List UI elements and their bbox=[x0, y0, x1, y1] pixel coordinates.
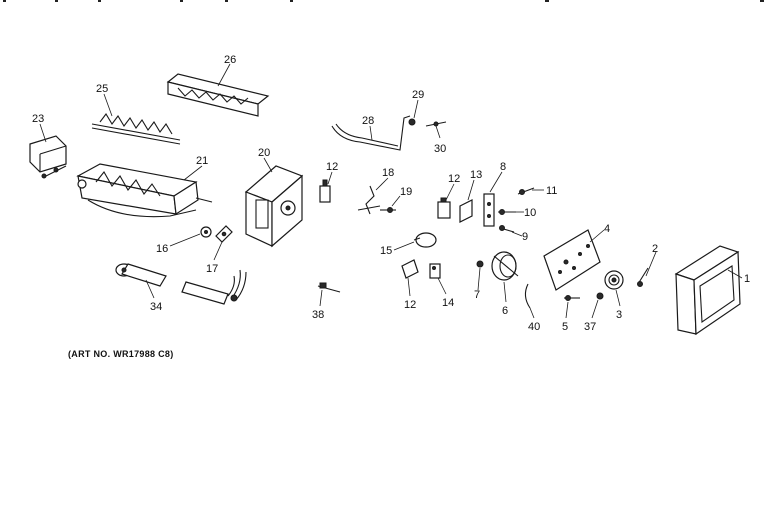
part-29-spring bbox=[408, 118, 416, 126]
callout-11: 11 bbox=[546, 185, 557, 197]
part-40-wire bbox=[524, 283, 531, 309]
art-number-caption: (ART NO. WR17988 C8) bbox=[68, 349, 174, 359]
callout-14: 14 bbox=[442, 297, 454, 309]
part-12-switch-a bbox=[319, 179, 331, 203]
part-20-housing bbox=[244, 165, 304, 248]
callout-7: 7 bbox=[474, 289, 480, 301]
callout-30: 30 bbox=[434, 143, 446, 155]
part-1-front-cover bbox=[674, 245, 741, 336]
callout-20: 20 bbox=[258, 147, 270, 159]
callout-3: 3 bbox=[616, 309, 622, 321]
part-19-screw bbox=[380, 207, 396, 213]
callout-18: 18 bbox=[382, 167, 394, 179]
part-37-screw bbox=[596, 292, 604, 300]
callout-23: 23 bbox=[32, 113, 44, 125]
callout-19: 19 bbox=[400, 186, 412, 198]
leader-lines bbox=[39, 63, 743, 319]
part-28-shutoff-arm bbox=[331, 115, 411, 151]
callout-9: 9 bbox=[522, 231, 528, 243]
part-34-fill-cup bbox=[115, 263, 167, 287]
callout-38: 38 bbox=[312, 309, 324, 321]
callout-8: 8 bbox=[500, 161, 506, 173]
callout-37: 37 bbox=[584, 321, 596, 333]
callout-4: 4 bbox=[604, 223, 610, 235]
part-21-mold bbox=[76, 163, 213, 218]
part-30-clip bbox=[425, 121, 447, 127]
callout-26: 26 bbox=[224, 54, 236, 66]
callout-25: 25 bbox=[96, 83, 108, 95]
callout-21: 21 bbox=[196, 155, 208, 167]
part-15-thermostat bbox=[413, 232, 437, 248]
part-2-screw bbox=[637, 267, 649, 287]
part-25-ejector bbox=[91, 113, 181, 145]
callout-5: 5 bbox=[562, 321, 568, 333]
part-12-switch-b bbox=[437, 197, 451, 219]
part-wire-harness bbox=[181, 269, 247, 305]
part-7-screw bbox=[476, 260, 484, 268]
callout-16: 16 bbox=[156, 243, 168, 255]
callout-12: 12 bbox=[404, 299, 416, 311]
part-14-terminal bbox=[429, 263, 441, 279]
part-5-screw bbox=[564, 295, 580, 301]
top-edge-marks bbox=[3, 0, 764, 2]
callout-12: 12 bbox=[326, 161, 338, 173]
part-10-screw bbox=[498, 209, 516, 215]
callout-15: 15 bbox=[380, 245, 392, 257]
part-17-cam bbox=[215, 225, 233, 243]
part-11-screw bbox=[517, 187, 535, 195]
part-16-nut bbox=[200, 226, 212, 238]
part-6-motor bbox=[491, 251, 519, 281]
callout-6: 6 bbox=[502, 305, 508, 317]
part-23-motor-cover bbox=[29, 135, 67, 179]
callout-1: 1 bbox=[744, 273, 750, 285]
part-4-mounting-plate bbox=[543, 229, 601, 291]
callout-10: 10 bbox=[524, 207, 536, 219]
callout-40: 40 bbox=[528, 321, 540, 333]
part-9-screw bbox=[499, 225, 515, 233]
callout-29: 29 bbox=[412, 89, 424, 101]
callout-17: 17 bbox=[206, 263, 218, 275]
callout-28: 28 bbox=[362, 115, 374, 127]
part-18-bracket bbox=[357, 185, 381, 215]
callout-13: 13 bbox=[470, 169, 482, 181]
part-12-switch-c bbox=[401, 259, 419, 279]
callout-12: 12 bbox=[448, 173, 460, 185]
callout-34: 34 bbox=[150, 301, 162, 313]
callout-2: 2 bbox=[652, 243, 658, 255]
callout-labels: 26 25 23 21 20 12 18 19 29 28 30 12 13 8… bbox=[32, 54, 750, 333]
part-26-mold-cover bbox=[166, 73, 270, 117]
part-3-gear bbox=[604, 270, 624, 290]
part-38-screw bbox=[317, 282, 341, 293]
part-8-bracket bbox=[483, 193, 495, 227]
part-13-switch bbox=[459, 199, 473, 223]
